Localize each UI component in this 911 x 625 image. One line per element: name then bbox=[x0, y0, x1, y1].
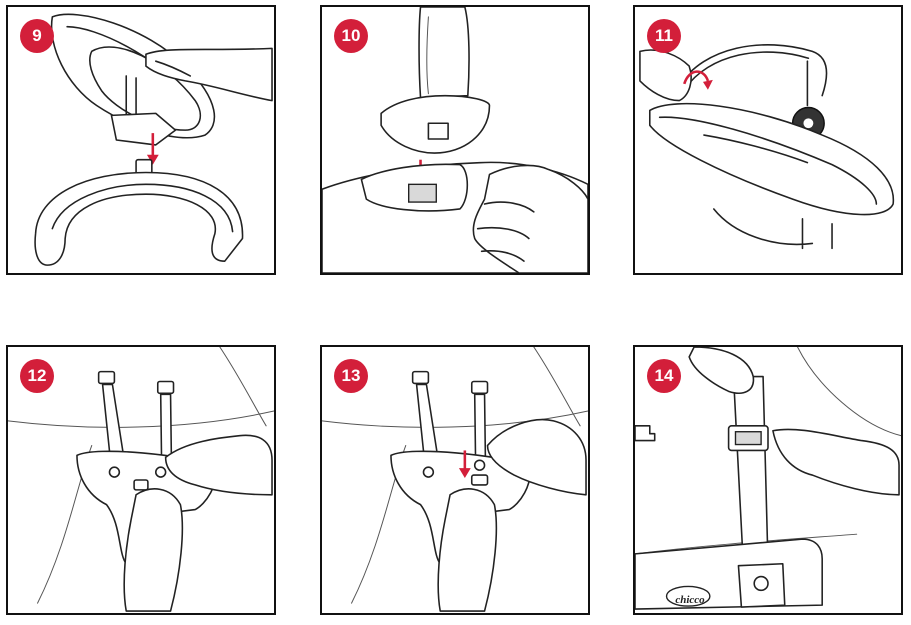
step-10-panel: 10 bbox=[320, 5, 590, 275]
chicco-logo bbox=[665, 585, 711, 607]
step-11-panel: 11 bbox=[633, 5, 903, 275]
step-13-panel: 13 bbox=[320, 345, 590, 615]
step-number-badge: 10 bbox=[334, 19, 368, 53]
strap-adjust-illustration bbox=[635, 347, 901, 610]
toy-bar-attach-illustration bbox=[639, 44, 895, 250]
step-number-badge: 14 bbox=[647, 359, 681, 393]
harness-buckle-illustration bbox=[8, 347, 274, 612]
step-14-panel: 14 chicco bbox=[633, 345, 903, 615]
step-9-panel: 9 bbox=[6, 5, 276, 275]
seat-attach-to-base-illustration bbox=[34, 13, 273, 266]
step-number-badge: 12 bbox=[20, 359, 54, 393]
step-12-panel: 12 bbox=[6, 345, 276, 615]
step-number-badge: 9 bbox=[20, 19, 54, 53]
step-number-badge: 11 bbox=[647, 19, 681, 53]
step-number-badge: 13 bbox=[334, 359, 368, 393]
tube-insert-illustration bbox=[322, 7, 588, 273]
brand-logo-text: chicco bbox=[675, 594, 705, 606]
harness-buckle-insert-illustration bbox=[322, 347, 588, 612]
